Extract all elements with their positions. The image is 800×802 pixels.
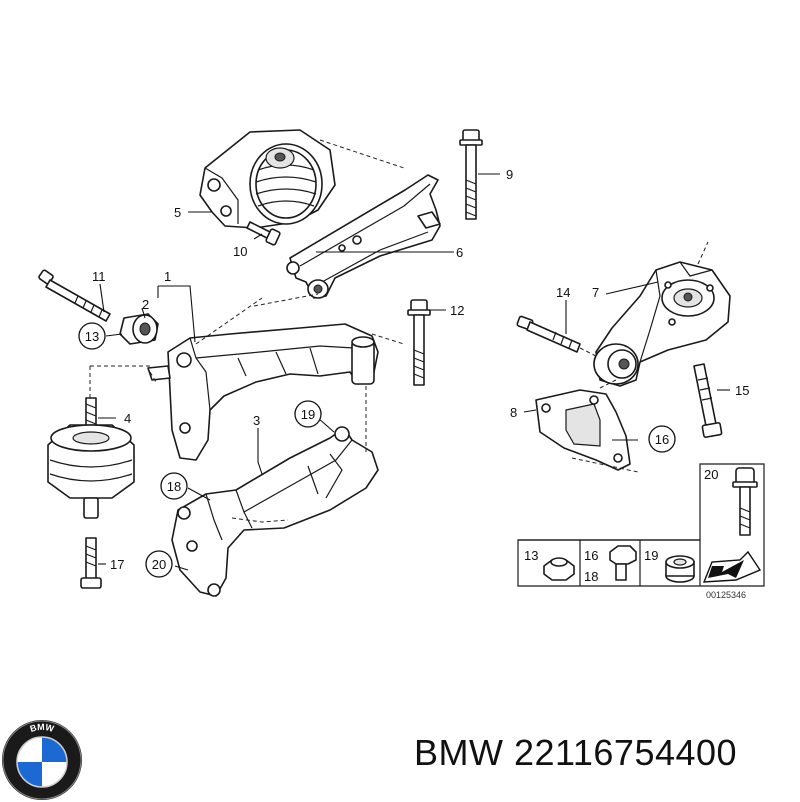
callout-3: 3 — [253, 413, 260, 428]
leader-lines — [89, 139, 730, 571]
fastener-legend — [517, 463, 765, 587]
callout-15: 15 — [735, 383, 749, 398]
bolt-15 — [693, 363, 723, 438]
callout-5: 5 — [174, 205, 181, 220]
callout-19: 19 — [301, 407, 315, 422]
bmw-logo-lettering: BMW — [29, 722, 56, 734]
legend-label-19: 19 — [644, 548, 658, 563]
bolt-11 — [38, 269, 111, 322]
legend-nut-13 — [543, 557, 575, 581]
bracket-1 — [147, 323, 379, 461]
part-number-caption: BMW 22116754400 — [414, 732, 738, 773]
svg-text:BMW: BMW — [29, 722, 56, 734]
callout-20: 20 — [152, 557, 166, 572]
legend-label-16: 16 — [584, 548, 598, 563]
legend-spacer-19 — [665, 555, 695, 583]
callouts: 1 2 3 4 5 6 7 8 9 10 11 12 14 15 17 13 1… — [78, 167, 749, 600]
engine-mount-right — [593, 261, 731, 387]
callout-10: 10 — [233, 244, 247, 259]
engine-mount-left — [47, 397, 135, 519]
callout-17: 17 — [110, 557, 124, 572]
torque-rod — [286, 174, 441, 299]
callout-11: 11 — [92, 269, 106, 284]
bracket-3 — [171, 426, 379, 597]
callout-7: 7 — [592, 285, 599, 300]
direction-arrow-icon — [702, 550, 762, 583]
callout-1: 1 — [164, 269, 171, 284]
callout-13: 13 — [85, 329, 99, 344]
bushing-2 — [119, 313, 159, 345]
callout-8: 8 — [510, 405, 517, 420]
diagram-reference-number: 00125346 — [706, 590, 746, 600]
callout-9: 9 — [506, 167, 513, 182]
legend-label-20: 20 — [704, 467, 718, 482]
bolt-14 — [516, 315, 581, 353]
callout-18: 18 — [167, 479, 181, 494]
legend-label-18: 18 — [584, 569, 598, 584]
callout-16: 16 — [655, 432, 669, 447]
callout-2: 2 — [142, 297, 149, 312]
bolt-17 — [80, 537, 102, 589]
callout-6: 6 — [456, 245, 463, 260]
bolt-9 — [459, 129, 483, 220]
bolt-12 — [407, 299, 431, 386]
bmw-logo: BMW — [2, 720, 82, 800]
legend-bolt-20 — [732, 467, 758, 536]
callout-4: 4 — [124, 411, 131, 426]
callout-14: 14 — [556, 285, 570, 300]
engine-mount-top — [199, 129, 336, 229]
plate-8 — [535, 389, 631, 471]
callout-12: 12 — [450, 303, 464, 318]
legend-bolt-16 — [609, 545, 637, 581]
legend-label-13: 13 — [524, 548, 538, 563]
bolt-10 — [246, 221, 281, 246]
